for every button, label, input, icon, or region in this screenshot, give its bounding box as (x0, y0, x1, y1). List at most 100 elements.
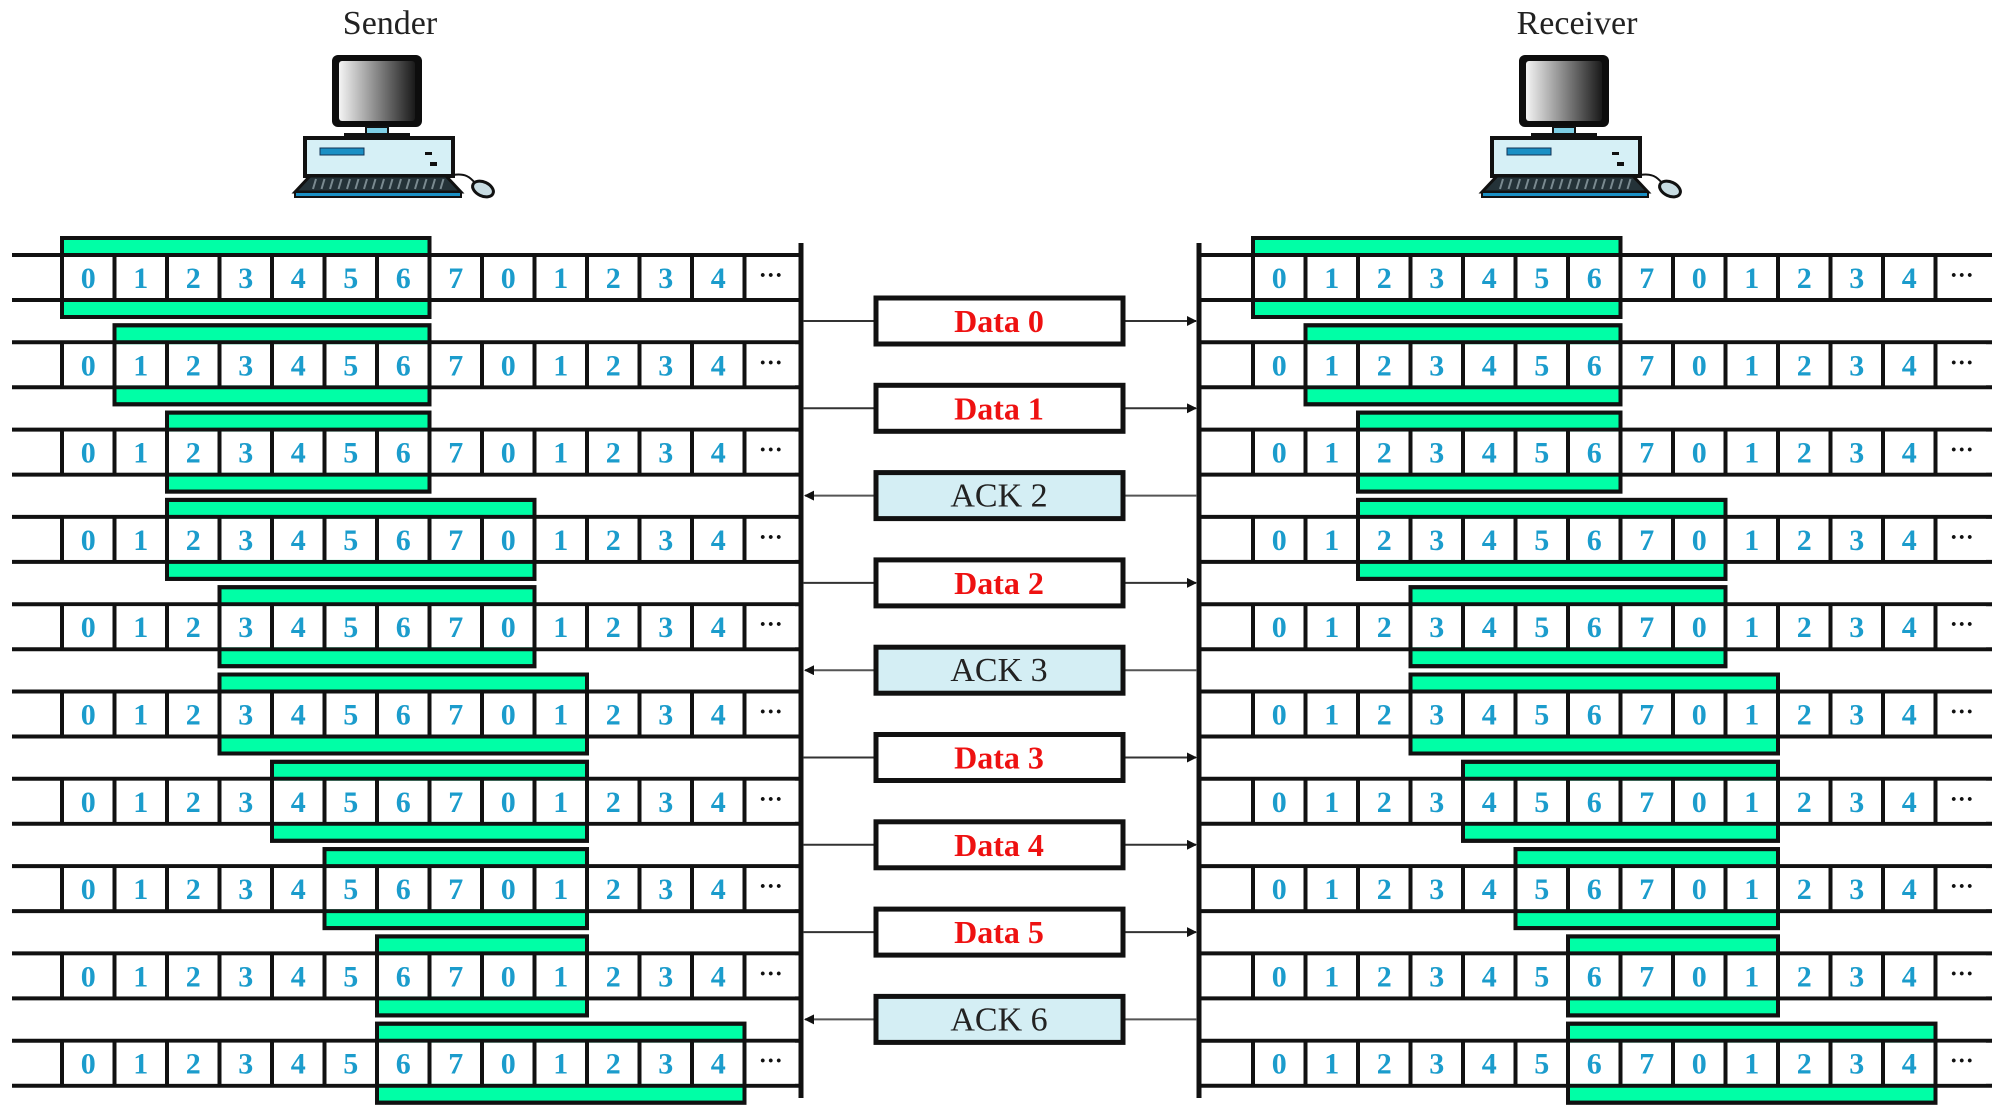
frame-cell (169, 606, 218, 648)
frame-cell (1675, 868, 1724, 910)
frame-cell (1307, 344, 1356, 386)
frame-cell (746, 868, 795, 910)
frame-number: 0 (81, 960, 96, 993)
frame-number: 4 (711, 1048, 726, 1081)
frame-number: 1 (553, 960, 568, 993)
frame-number: 1 (1324, 611, 1339, 644)
frame-cell (1885, 606, 1934, 648)
overflow-dots: ··· (1950, 787, 1974, 813)
frame-number: 6 (396, 262, 411, 295)
keyboard-key (320, 178, 326, 190)
frame-number: 4 (291, 524, 306, 557)
keyboard-key (1558, 178, 1564, 190)
frame-cell (1832, 518, 1881, 560)
frame-cell (431, 868, 480, 910)
frame-number: 3 (238, 349, 253, 382)
message-box (873, 557, 1126, 609)
message-box (873, 295, 1126, 347)
message-box (873, 906, 1126, 958)
frame-number: 3 (1429, 786, 1444, 819)
frame-number: 2 (1377, 699, 1392, 732)
message-label: ACK 2 (950, 478, 1047, 515)
message-label: Data 3 (954, 740, 1044, 776)
case-button (1617, 162, 1624, 166)
frame-cell (746, 955, 795, 997)
frame-cell (1570, 606, 1619, 648)
frame-number: 1 (1324, 524, 1339, 557)
overflow-dots: ··· (759, 350, 783, 376)
frame-number: 1 (1324, 699, 1339, 732)
frame-cell (1937, 431, 1986, 473)
frame-cell (1517, 955, 1566, 997)
frame-number: 0 (81, 262, 96, 295)
frame-number: 3 (1849, 262, 1864, 295)
frame-cell (116, 431, 165, 473)
frame-cell (274, 1042, 323, 1084)
frame-number: 4 (1902, 960, 1917, 993)
frame-cell (1255, 693, 1304, 735)
overflow-dots: ··· (759, 961, 783, 987)
receiver-window-outline (1513, 847, 1780, 931)
frame-cell (221, 693, 270, 735)
frame-number: 5 (343, 262, 358, 295)
keyboard-key (1601, 178, 1606, 190)
frame-cell (1412, 868, 1461, 910)
frame-number: 4 (1902, 437, 1917, 470)
keyboard-key (312, 178, 317, 190)
frame-number: 0 (1692, 611, 1707, 644)
frame-cell (589, 868, 638, 910)
frame-number: 4 (711, 262, 726, 295)
frame-cell (1412, 344, 1461, 386)
frame-cell (169, 344, 218, 386)
frame-cell (694, 518, 743, 560)
frame-number: 0 (1692, 524, 1707, 557)
ack-message: ACK 2 (804, 470, 1197, 522)
frame-cell (1255, 1042, 1304, 1084)
frame-cell (1622, 606, 1671, 648)
frame-cell (116, 955, 165, 997)
frame-cell (1675, 780, 1724, 822)
frame-cell (1465, 344, 1514, 386)
frame-cell (1412, 693, 1461, 735)
frame-cell (1727, 868, 1776, 910)
frame-cell (1517, 431, 1566, 473)
frame-number: 4 (291, 1048, 306, 1081)
frame-cell (746, 1042, 795, 1084)
data-message: Data 5 (803, 906, 1197, 958)
frame-number: 0 (1692, 699, 1707, 732)
frame-number: 4 (711, 699, 726, 732)
frame-number: 0 (1272, 699, 1287, 732)
frame-cell (1412, 780, 1461, 822)
keyboard-key (363, 178, 368, 190)
frame-cell (1780, 1042, 1829, 1084)
frame-number: 2 (606, 873, 621, 906)
frame-cell (1360, 257, 1409, 298)
frame-number: 3 (1849, 960, 1864, 993)
frame-number: 6 (1587, 524, 1602, 557)
frame-number: 4 (1482, 611, 1497, 644)
overflow-dots: ··· (1950, 438, 1974, 464)
frame-number: 1 (133, 262, 148, 295)
keyboard-key (1507, 178, 1513, 190)
frame-cell (1360, 1042, 1409, 1084)
frame-number: 2 (1377, 262, 1392, 295)
frame-number: 5 (343, 524, 358, 557)
frame-cell (641, 606, 690, 648)
frame-number: 1 (133, 524, 148, 557)
frame-number: 3 (238, 437, 253, 470)
frame-number: 0 (81, 611, 96, 644)
frame-number: 4 (1902, 611, 1917, 644)
frame-number: 0 (1692, 437, 1707, 470)
frame-number: 4 (711, 524, 726, 557)
receiver-window-outline (1303, 323, 1623, 407)
frame-cell (1832, 868, 1881, 910)
frame-number: 0 (501, 699, 516, 732)
frame-cell (1675, 344, 1724, 386)
keyboard-key (1516, 178, 1521, 190)
frame-number: 5 (1534, 437, 1549, 470)
